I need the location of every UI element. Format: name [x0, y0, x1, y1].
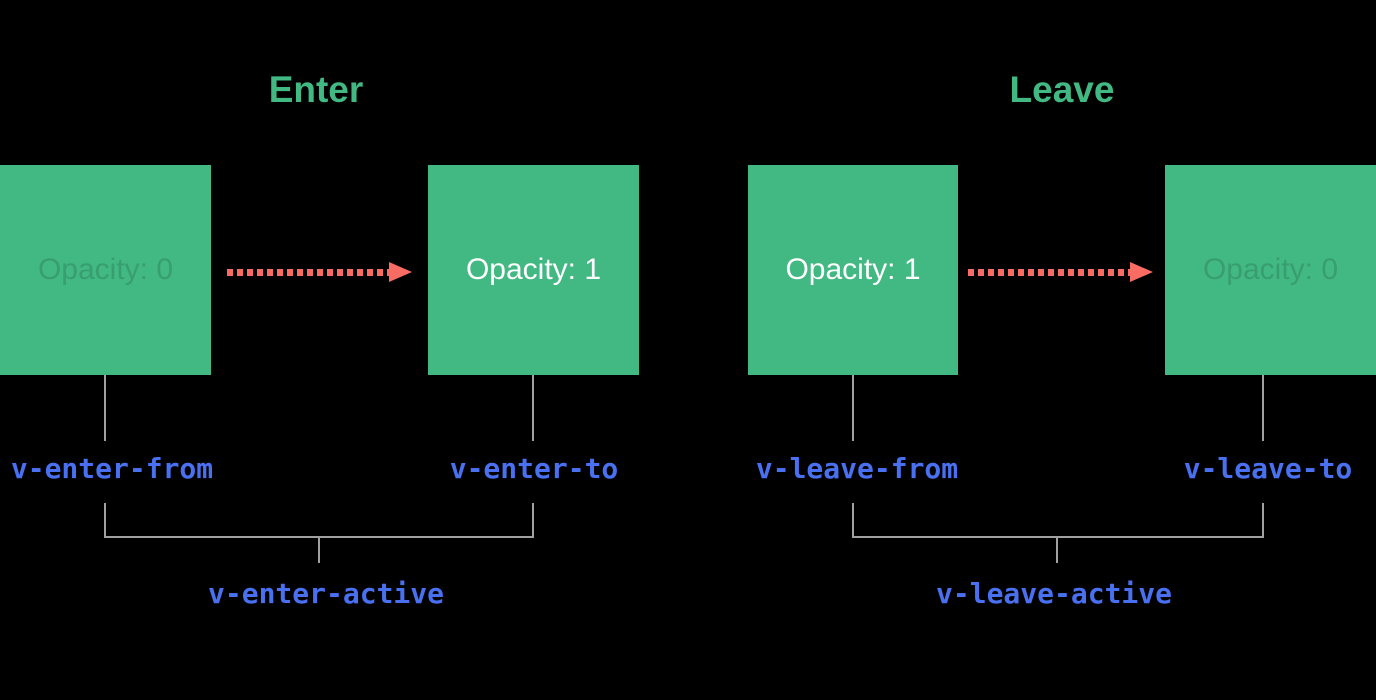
class-label-v-enter-to: v-enter-to — [449, 452, 619, 485]
connector-line — [1262, 503, 1264, 538]
bracket-line — [104, 536, 534, 538]
connector-line — [1056, 538, 1058, 563]
class-label-v-leave-active: v-leave-active — [935, 577, 1173, 610]
leave-to-state-box: Opacity: 0 — [1165, 165, 1376, 375]
connector-line — [532, 375, 534, 441]
enter-section-title: Enter — [268, 69, 364, 110]
enter-to-state-box: Opacity: 1 — [428, 165, 639, 375]
dashed-line — [968, 269, 1130, 276]
opacity-label-enter-from: Opacity: 0 — [37, 253, 174, 286]
enter-transition-arrow — [227, 262, 412, 283]
connector-line — [852, 375, 854, 441]
connector-line — [852, 503, 854, 538]
connector-line — [104, 375, 106, 441]
arrow-right-icon — [1130, 262, 1153, 282]
opacity-label-leave-from: Opacity: 1 — [785, 253, 921, 286]
leave-transition-arrow — [968, 262, 1153, 283]
class-label-v-enter-from: v-enter-from — [10, 452, 214, 485]
connector-line — [532, 503, 534, 538]
class-label-v-leave-to: v-leave-to — [1183, 452, 1353, 485]
dashed-line — [227, 269, 389, 276]
leave-from-state-box: Opacity: 1 — [748, 165, 958, 375]
connector-line — [1262, 375, 1264, 441]
arrow-right-icon — [389, 262, 412, 282]
leave-section-title: Leave — [1009, 69, 1115, 110]
bracket-line — [852, 536, 1264, 538]
class-label-v-leave-from: v-leave-from — [755, 452, 959, 485]
opacity-label-leave-to: Opacity: 0 — [1202, 253, 1339, 286]
connector-line — [318, 538, 320, 563]
connector-line — [104, 503, 106, 538]
class-label-v-enter-active: v-enter-active — [207, 577, 445, 610]
enter-from-state-box: Opacity: 0 — [0, 165, 211, 375]
opacity-label-enter-to: Opacity: 1 — [465, 253, 602, 286]
